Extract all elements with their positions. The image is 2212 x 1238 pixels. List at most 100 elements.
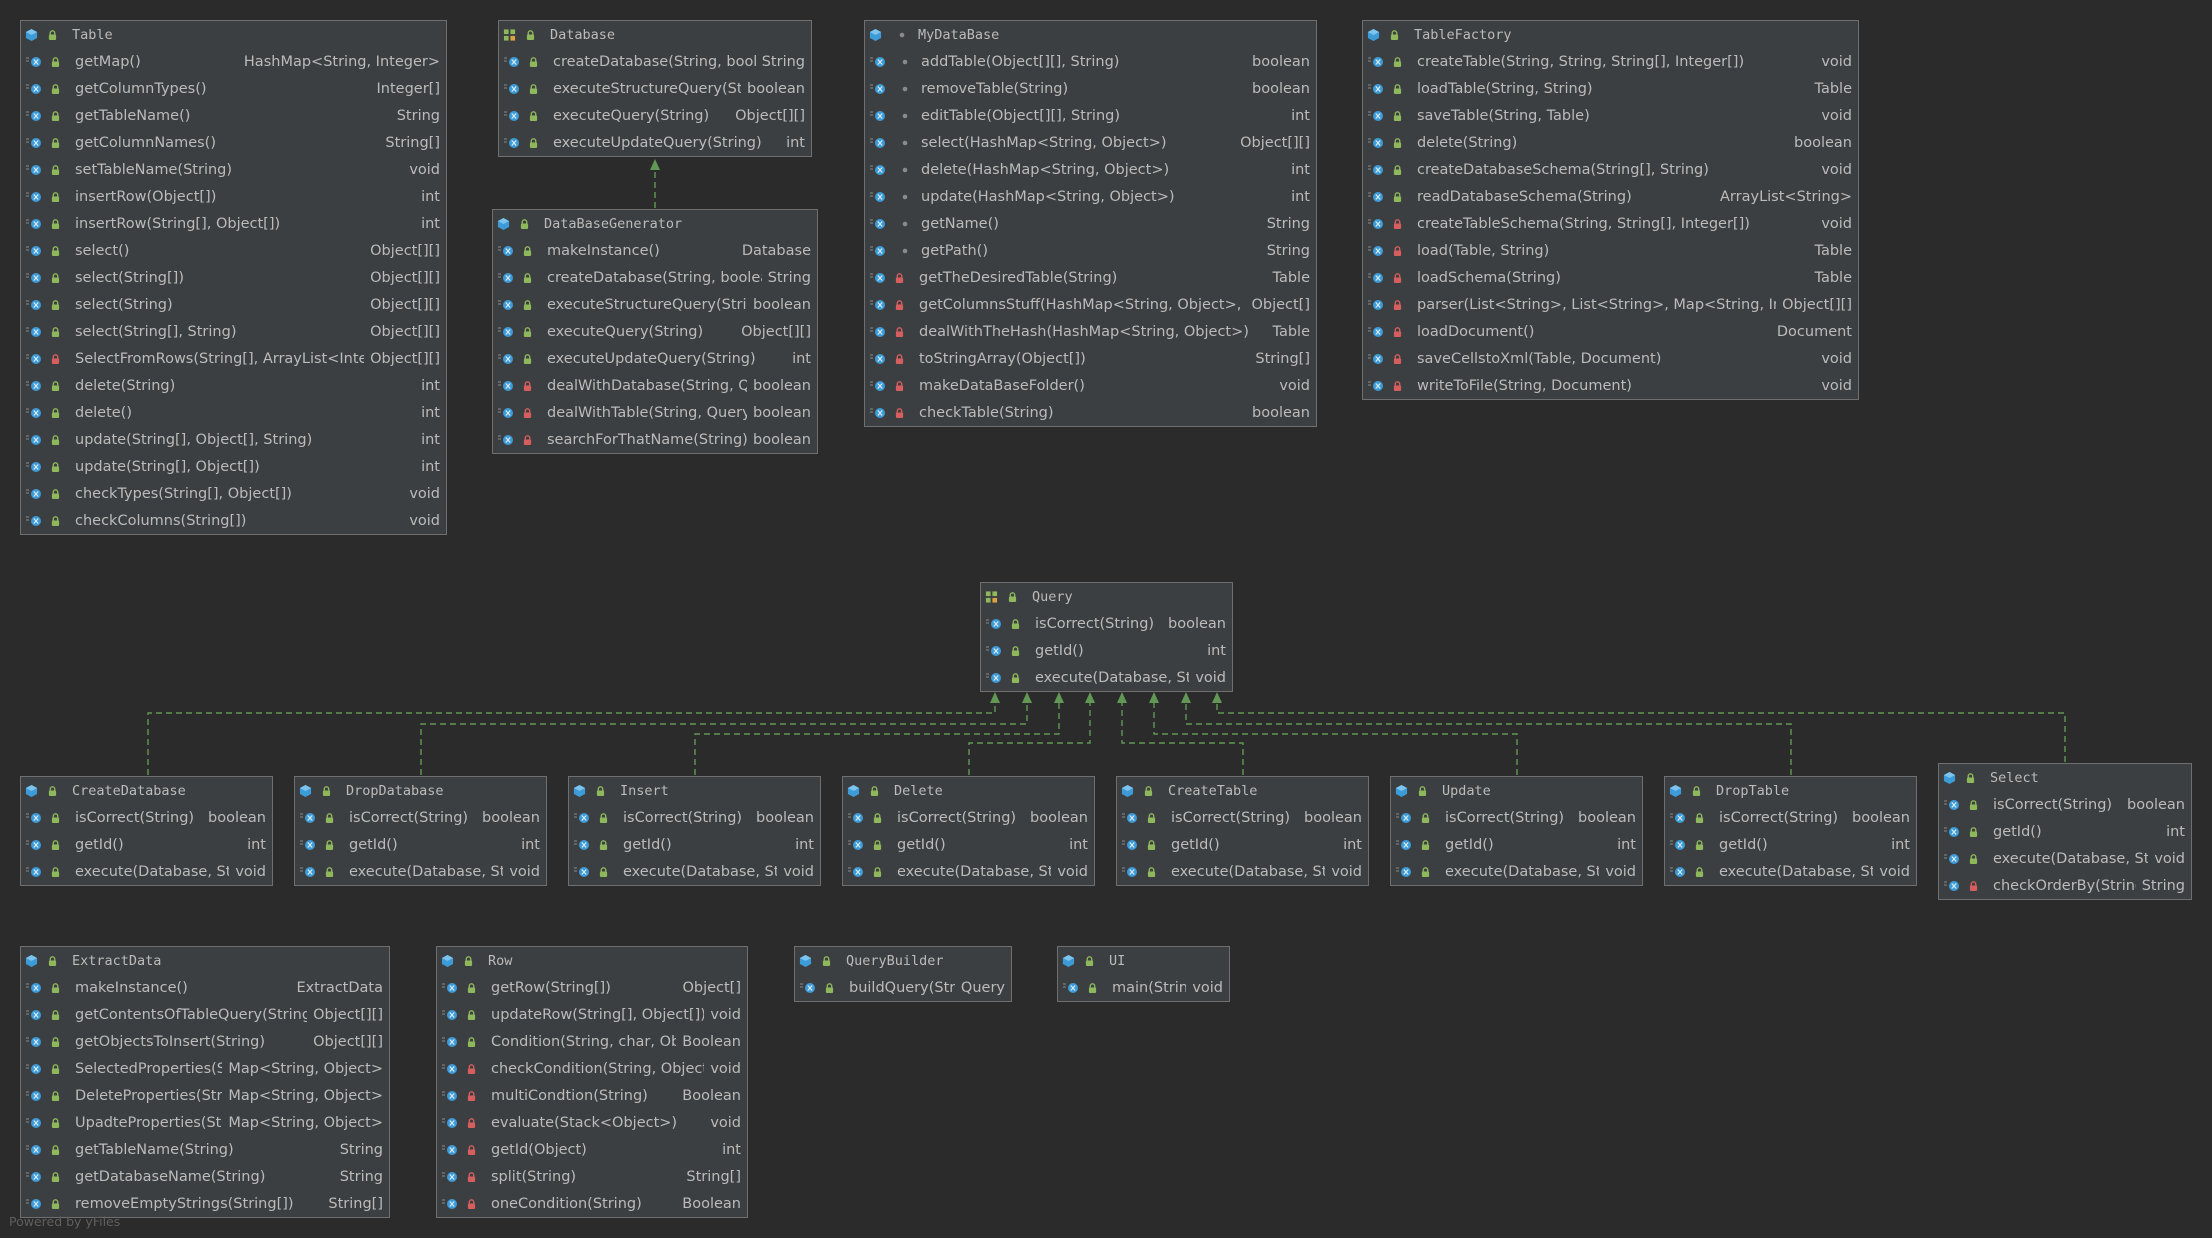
- method-row[interactable]: checkTable(String)boolean: [865, 399, 1316, 426]
- method-row[interactable]: executeStructureQuery(String)boolean: [499, 75, 811, 102]
- method-row[interactable]: delete(String)boolean: [1363, 129, 1858, 156]
- method-row[interactable]: delete(String)int: [21, 372, 446, 399]
- method-row[interactable]: split(String)String[]: [437, 1163, 747, 1190]
- method-row[interactable]: dealWithTable(String, Query)boolean: [493, 399, 817, 426]
- method-row[interactable]: insertRow(Object[])int: [21, 183, 446, 210]
- method-row[interactable]: getRow(String[])Object[]: [437, 974, 747, 1001]
- method-row[interactable]: editTable(Object[][], String)int: [865, 102, 1316, 129]
- method-row[interactable]: execute(Database, String)void: [981, 664, 1232, 691]
- method-row[interactable]: isCorrect(String)boolean: [981, 610, 1232, 637]
- method-row[interactable]: checkColumns(String[])void: [21, 507, 446, 534]
- method-row[interactable]: UpadteProperties(String)Map<String, Obje…: [21, 1109, 389, 1136]
- method-row[interactable]: load(Table, String)Table: [1363, 237, 1858, 264]
- method-row[interactable]: executeQuery(String)Object[][]: [493, 318, 817, 345]
- method-row[interactable]: loadTable(String, String)Table: [1363, 75, 1858, 102]
- method-row[interactable]: select(String[], String)Object[][]: [21, 318, 446, 345]
- method-row[interactable]: getId(Object)int: [437, 1136, 747, 1163]
- method-row[interactable]: execute(Database, String)void: [1391, 858, 1642, 885]
- method-row[interactable]: getContentsOfTableQuery(String)Object[][…: [21, 1001, 389, 1028]
- method-row[interactable]: oneCondition(String)Boolean: [437, 1190, 747, 1217]
- method-row[interactable]: execute(Database, String)void: [21, 858, 272, 885]
- method-row[interactable]: getColumnsStuff(HashMap<String, Object>,…: [865, 291, 1316, 318]
- method-row[interactable]: getPath()String: [865, 237, 1316, 264]
- method-row[interactable]: executeUpdateQuery(String)int: [493, 345, 817, 372]
- method-row[interactable]: getId()int: [21, 831, 272, 858]
- method-row[interactable]: select(String)Object[][]: [21, 291, 446, 318]
- method-row[interactable]: multiCondtion(String)Boolean: [437, 1082, 747, 1109]
- method-row[interactable]: execute(Database, String)void: [843, 858, 1094, 885]
- method-row[interactable]: getColumnTypes()Integer[]: [21, 75, 446, 102]
- method-row[interactable]: loadDocument()Document: [1363, 318, 1858, 345]
- method-row[interactable]: createTable(String, String, String[], In…: [1363, 48, 1858, 75]
- method-row[interactable]: update(String[], Object[])int: [21, 453, 446, 480]
- method-row[interactable]: getId()int: [1665, 831, 1916, 858]
- method-row[interactable]: getId()int: [1117, 831, 1368, 858]
- method-row[interactable]: checkOrderBy(String)String: [1939, 872, 2191, 899]
- method-row[interactable]: executeStructureQuery(String)boolean: [493, 291, 817, 318]
- method-row[interactable]: getId()int: [981, 637, 1232, 664]
- method-row[interactable]: SelectedProperties(String)Map<String, Ob…: [21, 1055, 389, 1082]
- method-row[interactable]: writeToFile(String, Document)void: [1363, 372, 1858, 399]
- method-row[interactable]: saveTable(String, Table)void: [1363, 102, 1858, 129]
- method-row[interactable]: parser(List<String>, List<String>, Map<S…: [1363, 291, 1858, 318]
- method-row[interactable]: isCorrect(String)boolean: [1665, 804, 1916, 831]
- method-row[interactable]: getTheDesiredTable(String)Table: [865, 264, 1316, 291]
- method-row[interactable]: updateRow(String[], Object[])void: [437, 1001, 747, 1028]
- method-row[interactable]: createTableSchema(String, String[], Inte…: [1363, 210, 1858, 237]
- method-row[interactable]: getId()int: [1391, 831, 1642, 858]
- method-row[interactable]: createDatabaseSchema(String[], String)vo…: [1363, 156, 1858, 183]
- method-row[interactable]: readDatabaseSchema(String)ArrayList<Stri…: [1363, 183, 1858, 210]
- method-row[interactable]: getMap()HashMap<String, Integer>: [21, 48, 446, 75]
- method-row[interactable]: execute(Database, String)void: [1665, 858, 1916, 885]
- method-row[interactable]: getName()String: [865, 210, 1316, 237]
- method-row[interactable]: getColumnNames()String[]: [21, 129, 446, 156]
- method-row[interactable]: executeQuery(String)Object[][]: [499, 102, 811, 129]
- method-row[interactable]: getId()int: [569, 831, 820, 858]
- method-row[interactable]: insertRow(String[], Object[])int: [21, 210, 446, 237]
- method-row[interactable]: addTable(Object[][], String)boolean: [865, 48, 1316, 75]
- method-row[interactable]: isCorrect(String)boolean: [21, 804, 272, 831]
- method-row[interactable]: isCorrect(String)boolean: [569, 804, 820, 831]
- method-row[interactable]: isCorrect(String)boolean: [1117, 804, 1368, 831]
- method-row[interactable]: executeUpdateQuery(String)int: [499, 129, 811, 156]
- method-row[interactable]: isCorrect(String)boolean: [1939, 791, 2191, 818]
- method-row[interactable]: execute(Database, String)void: [295, 858, 546, 885]
- method-row[interactable]: createDatabase(String, boolean)String: [493, 264, 817, 291]
- method-row[interactable]: toStringArray(Object[])String[]: [865, 345, 1316, 372]
- method-row[interactable]: removeEmptyStrings(String[])String[]: [21, 1190, 389, 1217]
- method-row[interactable]: DeleteProperties(String)Map<String, Obje…: [21, 1082, 389, 1109]
- method-row[interactable]: update(String[], Object[], String)int: [21, 426, 446, 453]
- method-row[interactable]: delete()int: [21, 399, 446, 426]
- method-row[interactable]: createDatabase(String, boolean)String: [499, 48, 811, 75]
- method-row[interactable]: execute(Database, String)void: [1939, 845, 2191, 872]
- method-row[interactable]: SelectFromRows(String[], ArrayList<Integ…: [21, 345, 446, 372]
- method-row[interactable]: isCorrect(String)boolean: [295, 804, 546, 831]
- method-row[interactable]: isCorrect(String)boolean: [843, 804, 1094, 831]
- method-row[interactable]: select()Object[][]: [21, 237, 446, 264]
- method-row[interactable]: checkTypes(String[], Object[])void: [21, 480, 446, 507]
- method-row[interactable]: isCorrect(String)boolean: [1391, 804, 1642, 831]
- method-row[interactable]: checkCondition(String, Object)void: [437, 1055, 747, 1082]
- method-row[interactable]: removeTable(String)boolean: [865, 75, 1316, 102]
- method-row[interactable]: makeInstance()ExtractData: [21, 974, 389, 1001]
- method-row[interactable]: makeInstance()Database: [493, 237, 817, 264]
- method-row[interactable]: getObjectsToInsert(String)Object[][]: [21, 1028, 389, 1055]
- method-row[interactable]: select(HashMap<String, Object>)Object[][…: [865, 129, 1316, 156]
- method-row[interactable]: loadSchema(String)Table: [1363, 264, 1858, 291]
- method-row[interactable]: getTableName()String: [21, 102, 446, 129]
